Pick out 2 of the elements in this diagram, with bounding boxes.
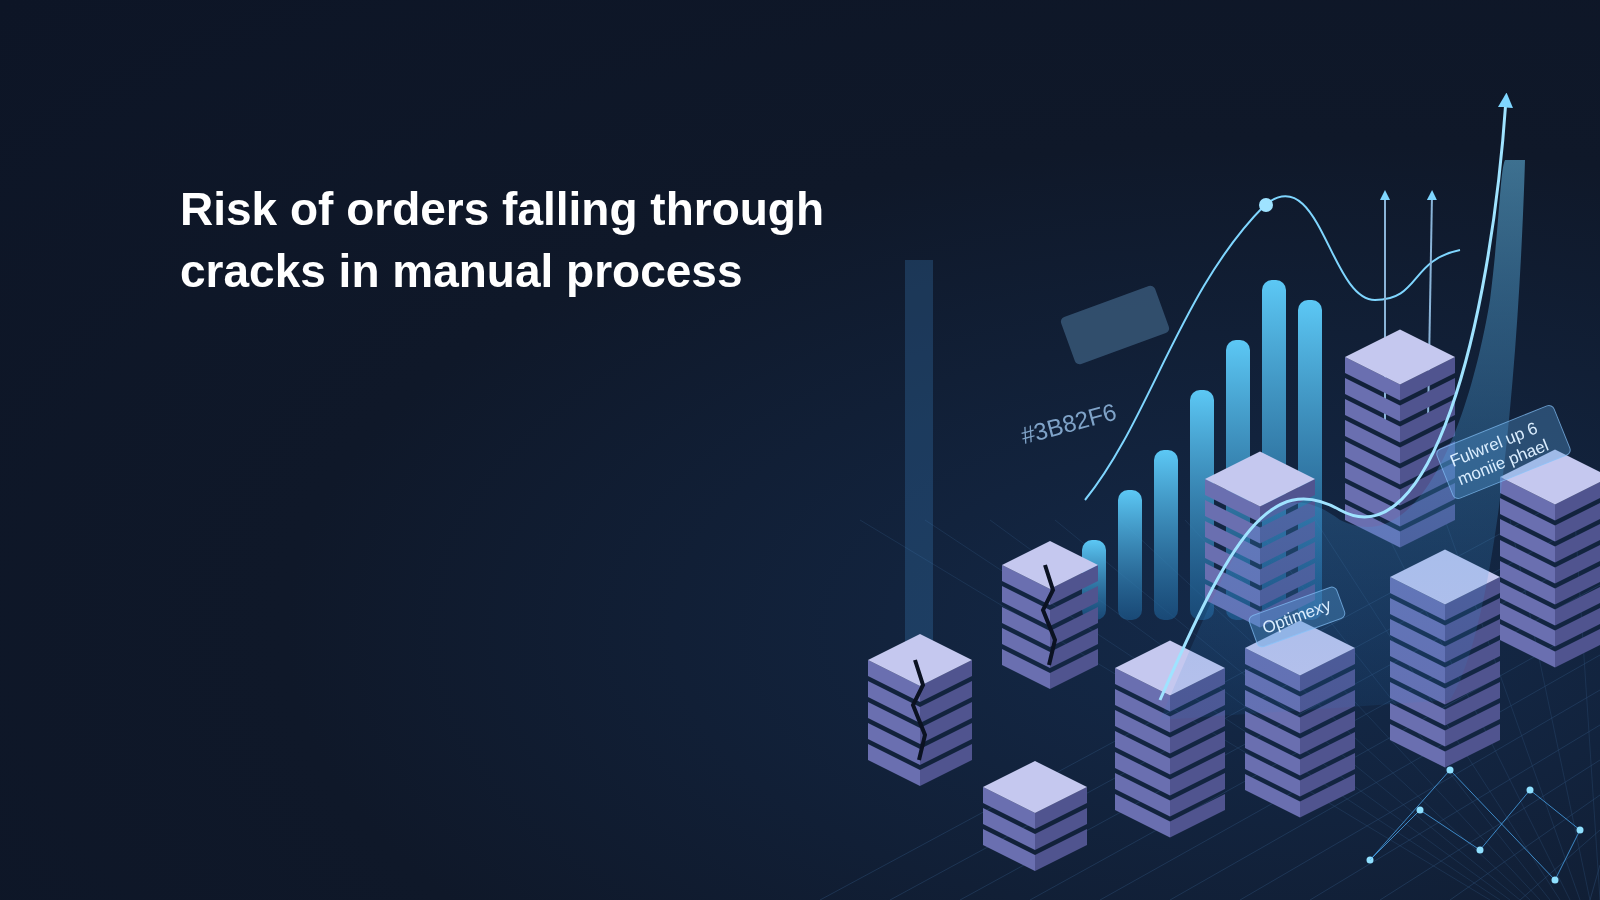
code-text: #3B82F6	[1018, 397, 1120, 451]
title: Risk of orders falling through cracks in manual process	[180, 182, 826, 299]
